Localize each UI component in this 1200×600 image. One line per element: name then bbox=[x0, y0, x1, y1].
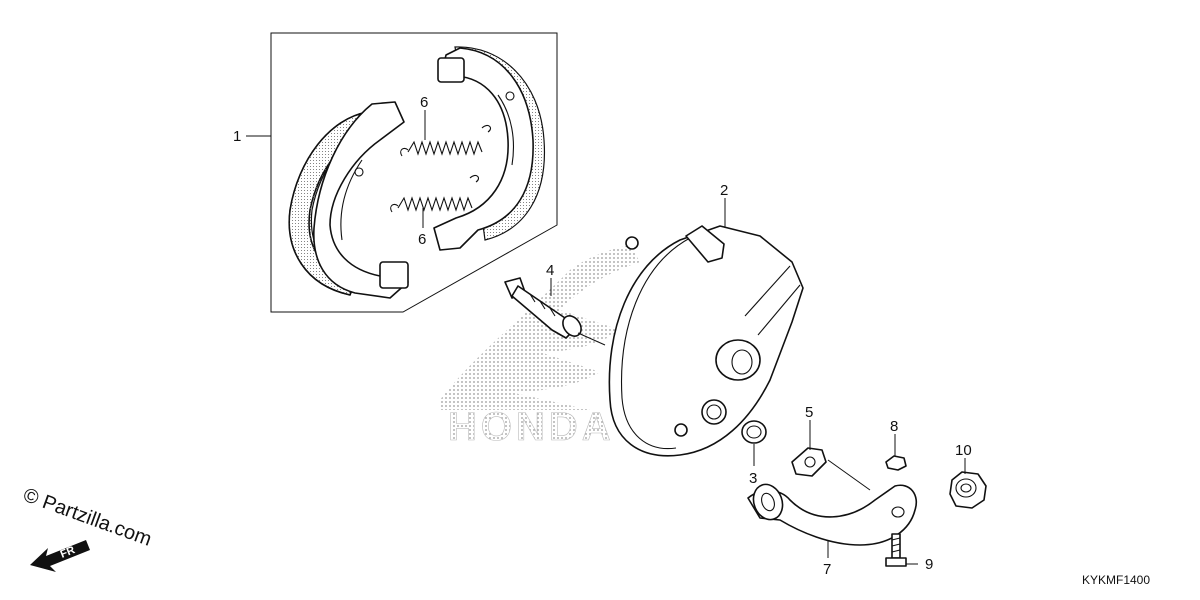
brake-cam-shaft[interactable] bbox=[504, 277, 606, 346]
brake-panel[interactable] bbox=[608, 225, 804, 457]
honda-logo-text: HONDA bbox=[448, 405, 615, 449]
spring-lower[interactable] bbox=[390, 174, 479, 213]
callout-4: 4 bbox=[546, 262, 554, 279]
front-arrow-icon bbox=[30, 540, 90, 572]
wear-indicator-plate[interactable] bbox=[791, 447, 871, 491]
callout-1: 1 bbox=[233, 128, 241, 145]
callout-6-lower: 6 bbox=[418, 231, 426, 248]
brake-shoe-left[interactable] bbox=[288, 101, 409, 299]
spring-upper[interactable] bbox=[400, 124, 491, 157]
brake-shoe-right[interactable] bbox=[433, 46, 546, 251]
felt-seal[interactable] bbox=[741, 420, 767, 444]
callout-3: 3 bbox=[749, 470, 757, 487]
honda-wing-logo bbox=[440, 245, 640, 410]
brake-arm[interactable] bbox=[747, 480, 917, 546]
small-nut[interactable] bbox=[885, 455, 907, 471]
flange-nut[interactable] bbox=[949, 471, 987, 509]
shoe-set-frame bbox=[270, 32, 558, 313]
front-direction-arrow: FR bbox=[30, 540, 90, 572]
callout-9: 9 bbox=[925, 556, 933, 573]
callout-7: 7 bbox=[823, 561, 831, 578]
honda-logo-watermark: HONDA bbox=[440, 245, 640, 449]
bolt[interactable] bbox=[885, 533, 918, 567]
copyright-text: © Partzilla.com bbox=[20, 484, 154, 551]
diagram-code: KYKMF1400 bbox=[1082, 573, 1150, 587]
callout-2: 2 bbox=[720, 182, 728, 199]
callout-8: 8 bbox=[890, 418, 898, 435]
front-arrow-label: FR bbox=[59, 544, 77, 561]
callout-5: 5 bbox=[805, 404, 813, 421]
callout-6-upper: 6 bbox=[420, 94, 428, 111]
partzilla-watermark: © Partzilla.com bbox=[20, 484, 154, 551]
callout-10: 10 bbox=[955, 442, 972, 459]
